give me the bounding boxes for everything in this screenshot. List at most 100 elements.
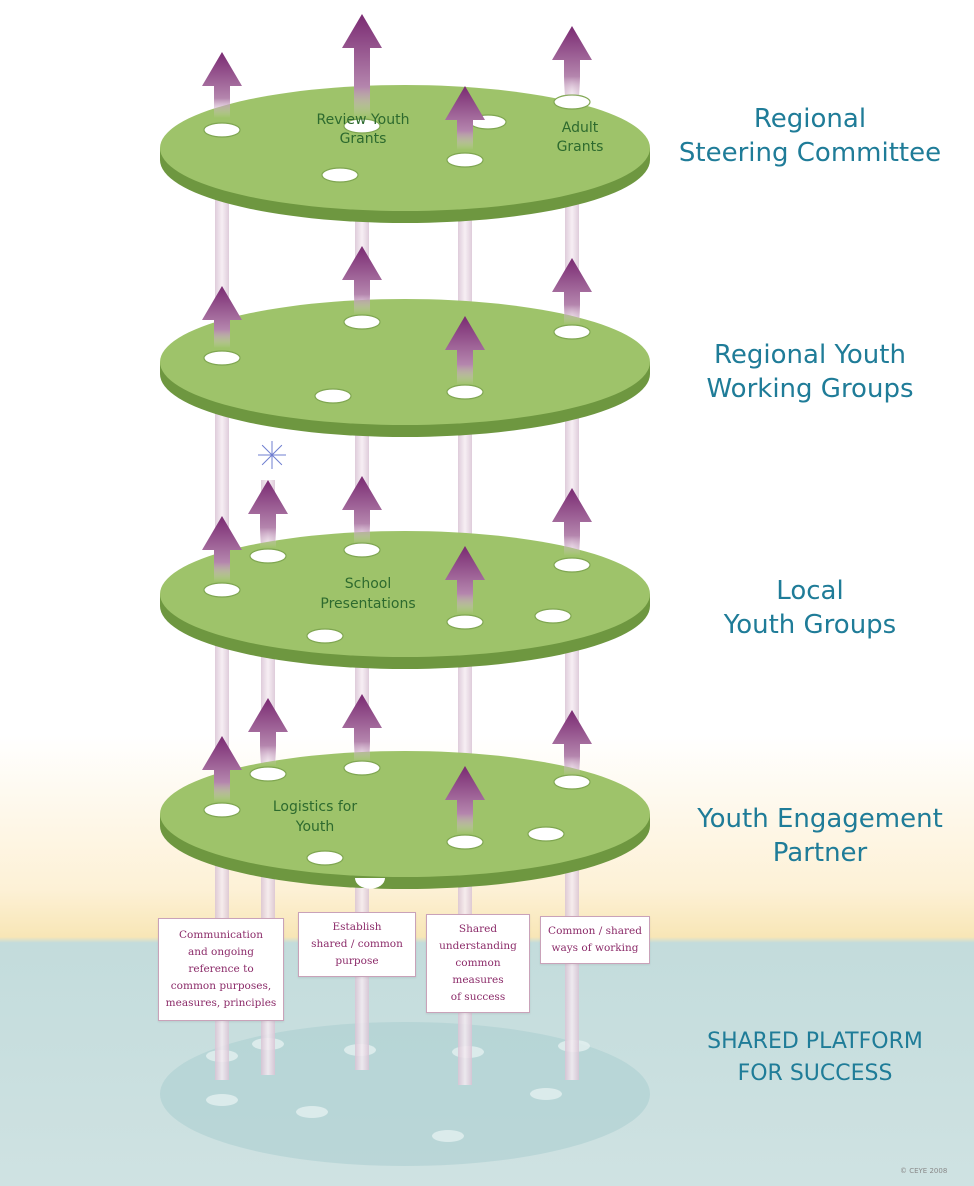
note-line: common purposes, <box>170 980 272 992</box>
level-label-shared-platform: SHARED PLATFORM FOR SUCCESS <box>680 1026 950 1090</box>
level-label-line: SHARED PLATFORM <box>707 1029 923 1054</box>
disc-label-school-presentations: Presentations <box>320 596 415 612</box>
note-line: purpose <box>335 955 379 967</box>
level-label-line: Steering Committee <box>678 138 942 168</box>
disc-youth-engagement-partner <box>160 751 650 889</box>
note-line: of success <box>450 991 506 1003</box>
level-label-line: Partner <box>772 838 868 868</box>
disc-label-logistics-for-youth: Logistics for <box>273 799 358 815</box>
note-line: shared / common <box>311 938 403 950</box>
level-label-line: Working Groups <box>706 374 914 404</box>
level-label-engagement-partner: Youth Engagement Partner <box>675 802 965 870</box>
disc-notch <box>355 878 385 889</box>
sparkle-ray <box>261 444 273 456</box>
disc-hole <box>553 774 591 790</box>
disc-top <box>160 299 650 425</box>
up-arrow-icon <box>342 246 382 315</box>
up-arrow-icon <box>202 516 242 582</box>
up-arrow-icon <box>248 480 288 548</box>
disc-label-school-presentations: School <box>345 576 391 592</box>
note-line: measures, principles <box>165 997 277 1009</box>
note-establish-purpose: Establish shared / common purpose <box>298 912 416 977</box>
note-shared-understanding: Shared understanding common measures of … <box>426 914 530 1013</box>
note-line: ways of working <box>551 942 639 954</box>
note-line: measures <box>452 974 504 986</box>
disc-hole <box>534 608 572 624</box>
up-arrow-icon <box>445 316 485 385</box>
up-arrow-icon <box>342 476 382 544</box>
note-line: common <box>455 957 501 969</box>
disc-hole <box>343 314 381 330</box>
level-label-working-groups: Regional Youth Working Groups <box>675 338 945 406</box>
disc-regional-steering <box>160 85 650 223</box>
disc-hole <box>314 388 352 404</box>
level-label-steering-committee: Regional Steering Committee <box>670 102 950 170</box>
note-line: Common / shared <box>548 925 642 937</box>
disc-hole <box>321 167 359 183</box>
disc-hole <box>343 760 381 776</box>
disc-label-adult-grants: Adult <box>562 120 599 136</box>
disc-label-logistics-for-youth: Youth <box>295 819 335 835</box>
up-arrow-icon <box>445 766 485 834</box>
disc-hole <box>343 118 381 134</box>
level-label-local-youth-groups: Local Youth Groups <box>675 574 945 642</box>
disc-hole <box>446 834 484 850</box>
disc-hole <box>306 850 344 866</box>
disc-local-youth-groups <box>160 531 650 669</box>
note-communication: Communication and ongoing reference to c… <box>158 918 284 1021</box>
note-line: reference to <box>188 963 254 975</box>
up-arrow-icon <box>552 488 592 556</box>
copyright: © CEYE 2008 <box>900 1167 948 1175</box>
disc-regional-working-groups <box>160 299 650 437</box>
up-arrow-icon <box>445 546 485 614</box>
level-label-line: Regional Youth <box>714 340 906 370</box>
up-arrow-icon <box>552 258 592 325</box>
disc-hole <box>553 557 591 573</box>
level-label-line: Local <box>776 576 844 606</box>
disc-hole <box>203 122 241 138</box>
level-label-line: Youth Engagement <box>697 804 943 834</box>
up-arrow-icon <box>342 694 382 762</box>
level-label-line: FOR SUCCESS <box>737 1061 893 1086</box>
note-line: Communication <box>179 929 263 941</box>
disc-top <box>160 751 650 877</box>
note-ways-of-working: Common / shared ways of working <box>540 916 650 964</box>
sparkle-ray <box>271 454 283 466</box>
sparkle-icon <box>258 441 286 469</box>
disc-hole <box>203 802 241 818</box>
disc-hole <box>249 548 287 564</box>
disc-hole <box>553 324 591 340</box>
disc-hole <box>203 582 241 598</box>
up-arrow-icon <box>202 736 242 802</box>
level-label-line: Regional <box>753 104 867 134</box>
disc-hole <box>446 384 484 400</box>
up-arrow-icon <box>202 52 242 118</box>
up-arrow-icon <box>202 286 242 348</box>
disc-top <box>160 531 650 657</box>
disc-hole <box>446 152 484 168</box>
up-arrow-icon <box>552 26 592 98</box>
disc-label-adult-grants: Grants <box>557 139 604 155</box>
disc-label-review-youth-grants: Grants <box>340 131 387 147</box>
up-arrow-icon <box>248 698 288 766</box>
sparkle-ray <box>261 454 273 466</box>
platform-hole <box>296 1106 328 1118</box>
up-arrow-icon <box>552 710 592 776</box>
disc-hole <box>249 766 287 782</box>
platform-hole <box>206 1094 238 1106</box>
disc-hole <box>446 614 484 630</box>
disc-label-review-youth-grants: Review Youth <box>317 112 410 128</box>
disc-hole <box>306 628 344 644</box>
disc-top <box>160 85 650 211</box>
platform-hole <box>530 1088 562 1100</box>
shared-platform-disc <box>160 1022 650 1166</box>
up-arrow-icon <box>342 14 382 118</box>
disc-hole <box>527 826 565 842</box>
note-line: Shared <box>458 923 498 935</box>
disc-hole <box>203 350 241 366</box>
platform-hole <box>432 1130 464 1142</box>
note-line: and ongoing <box>187 946 255 958</box>
note-line: understanding <box>439 940 517 952</box>
sparkle-ray <box>271 444 283 456</box>
note-line: Establish <box>332 921 382 933</box>
